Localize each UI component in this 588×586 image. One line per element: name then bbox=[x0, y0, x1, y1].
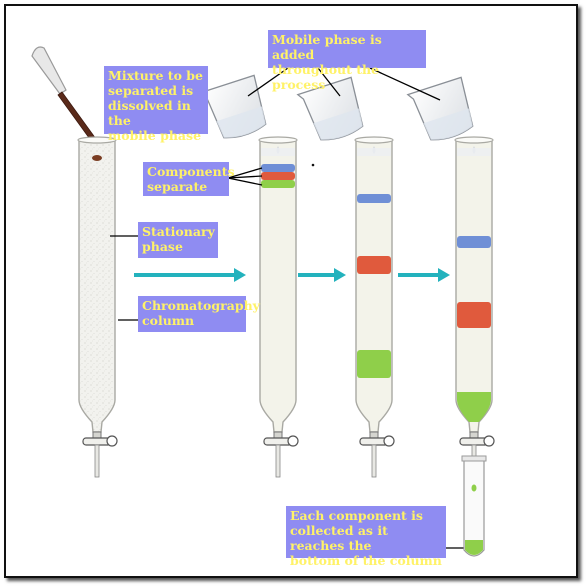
label-collected: Each component is collected as it reache… bbox=[286, 506, 446, 568]
flow-arrow bbox=[134, 268, 246, 282]
band-green bbox=[261, 180, 295, 188]
band-red bbox=[261, 172, 295, 180]
chromatography-column bbox=[77, 136, 118, 478]
band-green-eluting bbox=[457, 392, 491, 422]
band-blue bbox=[457, 236, 491, 248]
flow-arrow bbox=[298, 268, 346, 282]
leader-lines bbox=[110, 67, 468, 549]
flow-arrow bbox=[398, 268, 450, 282]
label-stationary-phase: Stationary phase bbox=[138, 222, 218, 258]
chromatography-column bbox=[354, 136, 395, 478]
band-blue bbox=[261, 164, 295, 172]
chromatography-column bbox=[454, 136, 495, 478]
band-green bbox=[357, 350, 391, 378]
label-components-separate: Components separate bbox=[143, 162, 235, 196]
beaker-icon bbox=[406, 76, 474, 141]
test-tube-icon bbox=[461, 455, 487, 557]
dot-mark bbox=[311, 163, 315, 167]
beaker-icon bbox=[296, 76, 364, 141]
beaker-icon bbox=[199, 74, 267, 139]
diagram-frame bbox=[4, 4, 578, 578]
mixture-spot bbox=[92, 155, 102, 161]
label-mixture: Mixture to be separated is dissolved in … bbox=[104, 66, 208, 143]
band-blue bbox=[357, 194, 391, 203]
band-red bbox=[357, 256, 391, 274]
band-red bbox=[457, 302, 491, 328]
label-mobile-phase: Mobile phase is added throughout the pro… bbox=[268, 30, 426, 92]
label-chromatography-column: Chromatography column bbox=[138, 296, 260, 332]
chromatography-column bbox=[258, 136, 299, 478]
